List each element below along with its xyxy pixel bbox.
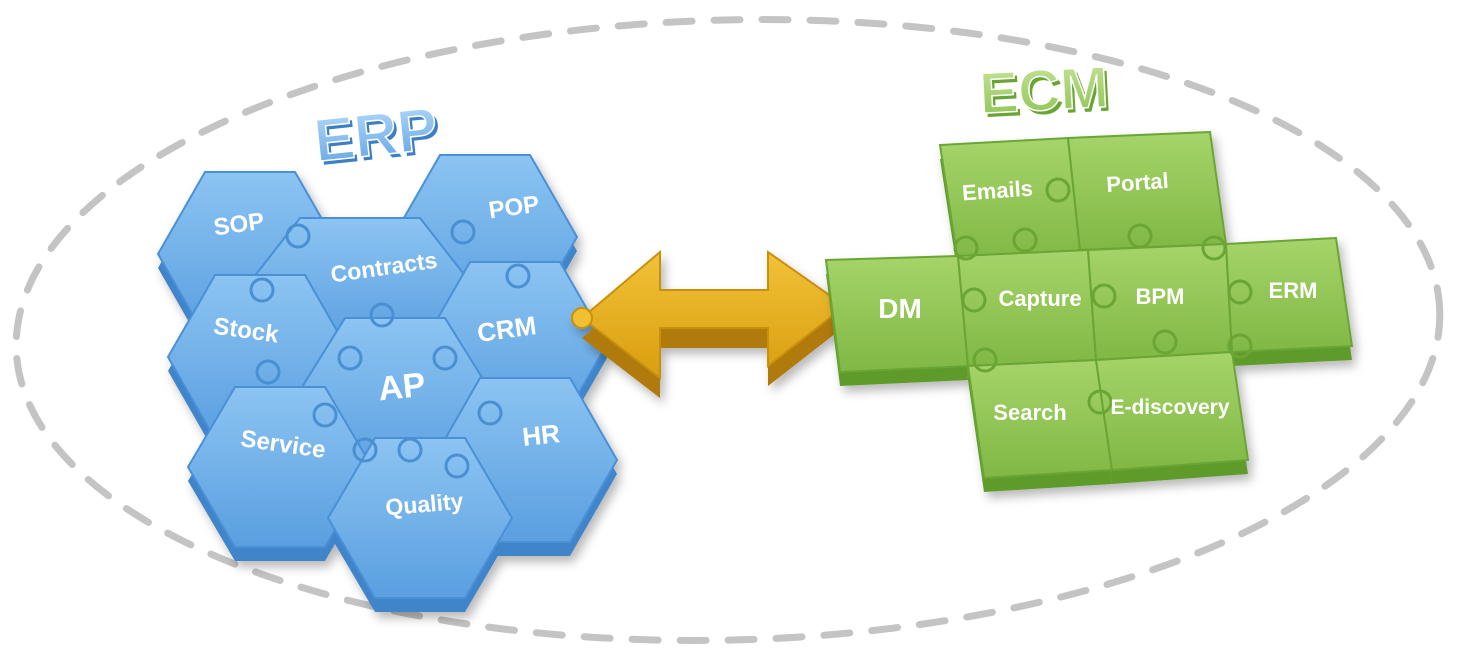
ecm-tile-erm: [1224, 236, 1354, 354]
svg-text:ECM: ECM: [981, 59, 1113, 131]
ecm-label-portal: Portal: [1106, 168, 1170, 197]
erp-title-group: ERP ERP: [310, 94, 444, 179]
ecm-labels: Emails Portal DM Capture BPM ERM Search …: [878, 168, 1317, 425]
erp-label-hr: HR: [521, 418, 562, 452]
ecm-title-group: ECM ECM: [977, 54, 1113, 131]
ecm-group: [824, 130, 1354, 492]
svg-text:ERP: ERP: [314, 99, 444, 179]
ecm-tile-ediscovery: [1094, 350, 1250, 472]
ecm-tiles-face: [824, 130, 1354, 480]
ecm-label-bpm: BPM: [1136, 284, 1185, 309]
ecm-label-erm: ERM: [1269, 278, 1318, 303]
boundary-ellipse: [12, 16, 1444, 644]
erp-tile-quality: [326, 437, 514, 599]
connector-knob-left: [571, 307, 593, 329]
ecm-label-dm: DM: [878, 293, 922, 324]
erp-puzzle-knobs: [249, 219, 531, 479]
ecm-title: ECM: [978, 55, 1110, 127]
erp-title: ERP: [311, 95, 441, 175]
bidirectional-arrow: [571, 249, 854, 398]
erp-tiles-face: [156, 154, 619, 599]
ecm-label-ediscovery: E-discovery: [1110, 396, 1229, 419]
ecm-puzzle-knobs: [953, 177, 1253, 415]
ecm-label-capture: Capture: [998, 286, 1081, 311]
ecm-label-search: Search: [993, 400, 1066, 425]
erp-group: [156, 154, 619, 612]
erp-label-ap: AP: [376, 366, 427, 409]
ecm-label-emails: Emails: [961, 176, 1034, 206]
